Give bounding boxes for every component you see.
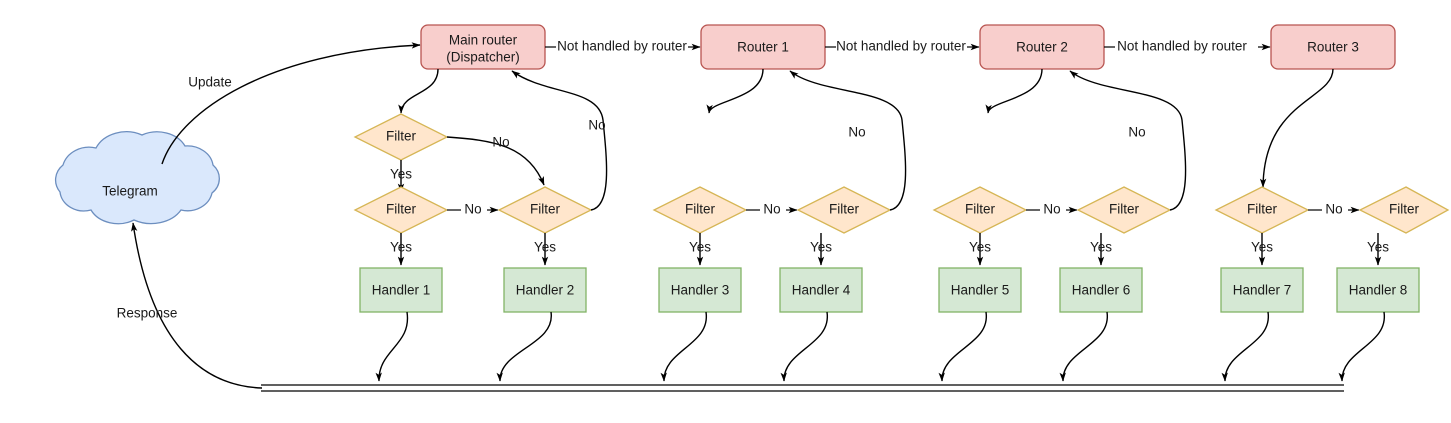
- edge-label-response: Response: [117, 306, 178, 321]
- node-filter-3[interactable]: Filter: [497, 186, 593, 234]
- edge-label-no-inline-1: No: [464, 202, 481, 217]
- filter-8-label: Filter: [1247, 202, 1278, 217]
- router-2-label: Router 2: [1016, 40, 1068, 55]
- edge-response: [131, 222, 263, 389]
- node-filter-9[interactable]: Filter: [1358, 186, 1450, 234]
- handler-1-label: Handler 1: [372, 283, 431, 298]
- edge-label-not-handled-1: Not handled by router: [557, 39, 687, 54]
- node-router-3[interactable]: Router 3: [1270, 24, 1396, 70]
- main-router-label-line2: (Dispatcher): [446, 50, 520, 65]
- edge-label-not-handled-3: Not handled by router: [1117, 39, 1247, 54]
- edge-label-no-inline-3: No: [1043, 202, 1060, 217]
- edge-handler-5-to-bus: [938, 311, 987, 382]
- edge-label-no-inline-2: No: [763, 202, 780, 217]
- edge-handler-6-to-bus: [1059, 311, 1108, 382]
- edge-filter-7-no-return: [1069, 70, 1187, 211]
- edge-filter-1-no: [446, 136, 545, 186]
- node-filter-1[interactable]: Filter: [353, 113, 449, 161]
- filter-5-label: Filter: [829, 202, 860, 217]
- node-filter-6[interactable]: Filter: [932, 186, 1028, 234]
- edge-label-yes-4: Yes: [689, 240, 711, 255]
- node-filter-2[interactable]: Filter: [353, 186, 449, 234]
- handler-7-label: Handler 7: [1233, 283, 1292, 298]
- edge-label-no-inline-4: No: [1325, 202, 1342, 217]
- edge-label-yes-3: Yes: [534, 240, 556, 255]
- telegram-cloud: Telegram: [54, 131, 220, 225]
- edge-filter-5-no-return: [789, 70, 907, 211]
- handler-5-label: Handler 5: [951, 283, 1010, 298]
- filter-6-label: Filter: [965, 202, 996, 217]
- handler-6-label: Handler 6: [1072, 283, 1131, 298]
- edge-label-yes-6: Yes: [969, 240, 991, 255]
- node-handler-7[interactable]: Handler 7: [1220, 267, 1304, 313]
- router-3-label: Router 3: [1307, 40, 1359, 55]
- main-router-label-line1: Main router: [449, 33, 518, 48]
- edge-handler-4-to-bus: [780, 311, 828, 382]
- filter-1-label: Filter: [386, 129, 417, 144]
- node-filter-7[interactable]: Filter: [1076, 186, 1172, 234]
- node-main-router[interactable]: Main router (Dispatcher): [420, 24, 546, 70]
- edge-label-not-handled-2: Not handled by router: [836, 39, 966, 54]
- edge-filter-3-no-return: [511, 70, 608, 211]
- node-handler-8[interactable]: Handler 8: [1336, 267, 1420, 313]
- node-handler-4[interactable]: Handler 4: [779, 267, 863, 313]
- filter-4-label: Filter: [685, 202, 716, 217]
- handler-2-label: Handler 2: [516, 283, 575, 298]
- response-bus: [261, 384, 1344, 392]
- edge-handler-7-to-bus: [1221, 311, 1269, 382]
- edge-label-yes-7: Yes: [1090, 240, 1112, 255]
- router-1-label: Router 1: [737, 40, 789, 55]
- filter-2-label: Filter: [386, 202, 417, 217]
- node-router-2[interactable]: Router 2: [979, 24, 1105, 70]
- edge-label-yes-1: Yes: [390, 167, 412, 182]
- edge-handler-3-to-bus: [660, 311, 707, 382]
- edge-router-1-to-filter-4: [706, 68, 764, 114]
- node-handler-3[interactable]: Handler 3: [658, 267, 742, 313]
- handler-3-label: Handler 3: [671, 283, 730, 298]
- edge-handler-8-to-bus: [1338, 311, 1385, 382]
- node-filter-8[interactable]: Filter: [1214, 186, 1310, 234]
- node-filter-4[interactable]: Filter: [652, 186, 748, 234]
- node-handler-2[interactable]: Handler 2: [503, 267, 587, 313]
- node-handler-5[interactable]: Handler 5: [938, 267, 1022, 313]
- handler-4-label: Handler 4: [792, 283, 851, 298]
- edge-dispatcher-to-filter-1: [398, 68, 439, 114]
- edge-router-3-to-filter-8: [1259, 68, 1334, 188]
- edge-handler-2-to-bus: [496, 311, 552, 382]
- edge-label-yes-5: Yes: [810, 240, 832, 255]
- node-router-1[interactable]: Router 1: [700, 24, 826, 70]
- filter-9-label: Filter: [1389, 202, 1420, 217]
- telegram-label: Telegram: [102, 184, 158, 199]
- edge-label-yes-2: Yes: [390, 240, 412, 255]
- edge-router-2-to-filter-6: [985, 68, 1043, 114]
- edge-label-yes-9: Yes: [1367, 240, 1389, 255]
- handler-8-label: Handler 8: [1349, 283, 1408, 298]
- edge-handler-1-to-bus: [375, 311, 409, 382]
- edge-label-no-return-1: No: [588, 118, 605, 133]
- edge-update: [161, 42, 421, 165]
- node-handler-6[interactable]: Handler 6: [1059, 267, 1143, 313]
- edge-label-yes-8: Yes: [1251, 240, 1273, 255]
- edge-label-update: Update: [188, 75, 232, 90]
- edge-label-no-curve-1: No: [492, 135, 509, 150]
- edge-label-no-return-2: No: [848, 125, 865, 140]
- filter-7-label: Filter: [1109, 202, 1140, 217]
- edge-label-no-return-3: No: [1128, 125, 1145, 140]
- filter-3-label: Filter: [530, 202, 561, 217]
- node-filter-5[interactable]: Filter: [796, 186, 892, 234]
- node-handler-1[interactable]: Handler 1: [359, 267, 443, 313]
